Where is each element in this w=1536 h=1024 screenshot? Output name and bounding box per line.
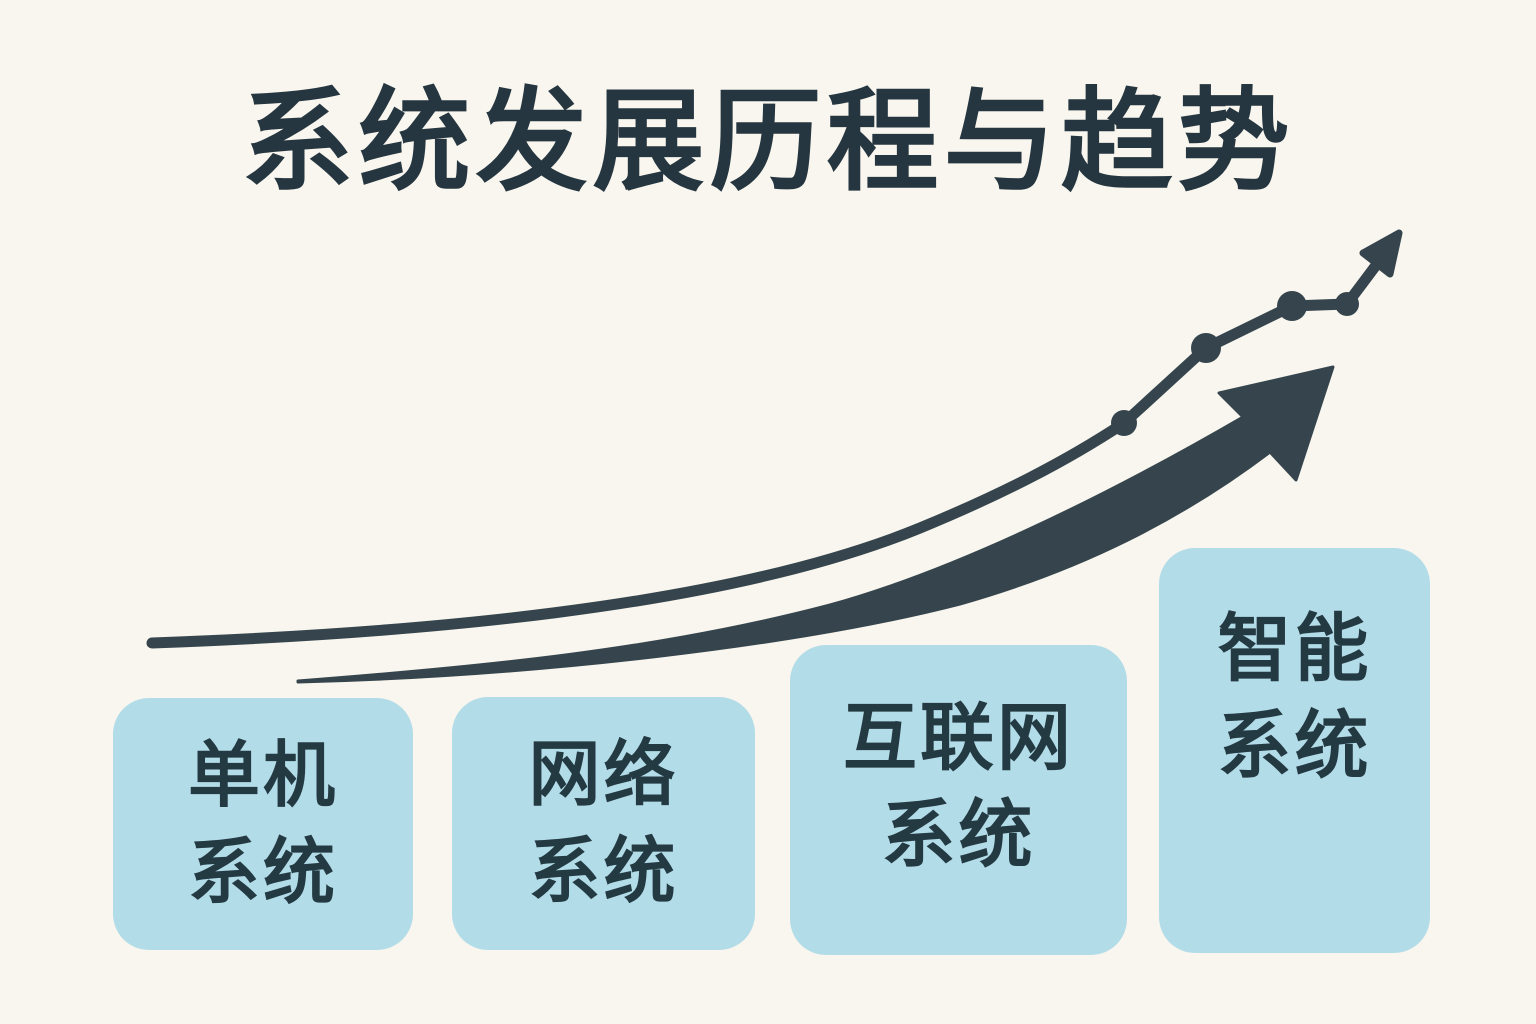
growth-swoosh-arrow-icon <box>296 365 1335 684</box>
stage-card-standalone-system: 单机 系统 <box>113 698 413 950</box>
stage-label-line: 系统 <box>528 832 679 912</box>
stage-label-line: 单机 <box>187 736 338 816</box>
trend-dot <box>1277 291 1307 321</box>
stage-label-line: 网络 <box>528 735 679 815</box>
stage-card-internet-system: 互联网 系统 <box>790 645 1127 955</box>
trend-dot <box>1111 410 1137 436</box>
stage-card-network-system: 网络 系统 <box>452 697 755 950</box>
stage-label-line: 系统 <box>187 833 338 913</box>
stage-label-line: 互联网 <box>843 696 1074 779</box>
trend-dot <box>1335 292 1359 316</box>
trend-line-dots-arrow-icon <box>146 229 1403 649</box>
stage-label-line: 系统 <box>1217 704 1372 787</box>
trend-dot <box>1191 333 1221 363</box>
stage-label-line: 系统 <box>881 793 1036 876</box>
trend-arrowhead <box>1359 229 1403 278</box>
page-title: 系统发展历程与趋势 <box>241 79 1295 204</box>
stage-label-line: 智能 <box>1217 607 1372 690</box>
trend-line-path <box>146 258 1383 649</box>
stage-card-intelligent-system: 智能 系统 <box>1159 548 1430 953</box>
